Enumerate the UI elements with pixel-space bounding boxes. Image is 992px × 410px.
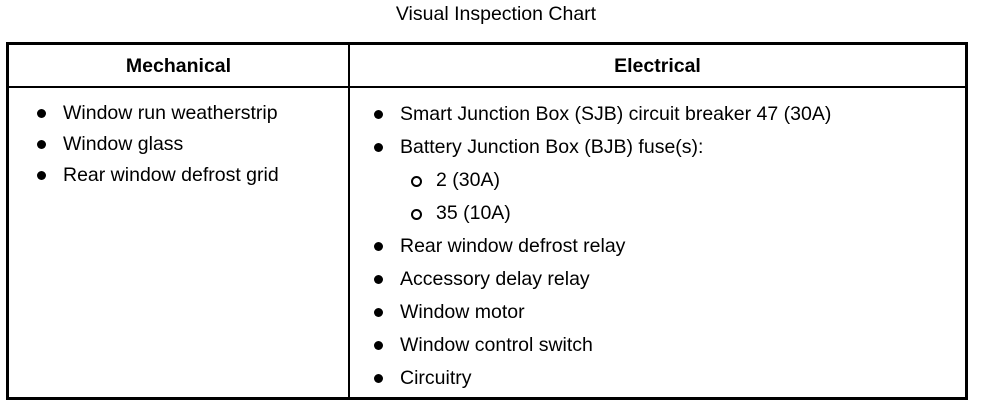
column-divider [348, 45, 350, 397]
list-item-label: Circuitry [400, 367, 472, 389]
table-header-row: Mechanical Electrical [9, 45, 965, 88]
list-item-label: 35 (10A) [436, 202, 511, 224]
list-item: 35 (10A) [408, 197, 963, 230]
bullet-dot-icon [37, 109, 46, 118]
bullet-circle-icon [411, 176, 422, 187]
list-item-label: Accessory delay relay [400, 268, 590, 290]
list-item-label: Smart Junction Box (SJB) circuit breaker… [400, 103, 832, 125]
list-item: Battery Junction Box (BJB) fuse(s): [372, 131, 963, 164]
electrical-list: Smart Junction Box (SJB) circuit breaker… [372, 98, 963, 395]
bullet-dot-icon [374, 341, 383, 350]
list-item-label: Window motor [400, 301, 525, 323]
bullet-dot-icon [374, 275, 383, 284]
page-title: Visual Inspection Chart [395, 3, 597, 25]
list-item: Window control switch [372, 329, 963, 362]
list-item: Accessory delay relay [372, 263, 963, 296]
list-item-label: Window control switch [400, 334, 593, 356]
bullet-dot-icon [374, 308, 383, 317]
bullet-dot-icon [374, 242, 383, 251]
list-item: Rear window defrost grid [35, 160, 344, 191]
list-item: Smart Junction Box (SJB) circuit breaker… [372, 98, 963, 131]
list-item-label: Rear window defrost grid [63, 164, 279, 186]
list-item-label: Window glass [63, 133, 184, 155]
column-header-mechanical: Mechanical [125, 55, 232, 77]
bullet-dot-icon [37, 140, 46, 149]
bullet-circle-icon [411, 209, 422, 220]
list-item: Window motor [372, 296, 963, 329]
list-item-label: Rear window defrost relay [400, 235, 626, 257]
cell-electrical: Smart Junction Box (SJB) circuit breaker… [350, 90, 965, 397]
list-item: Rear window defrost relay [372, 230, 963, 263]
list-item: Window glass [35, 129, 344, 160]
table-body-row: Window run weatherstrip Window glass Rea… [9, 90, 965, 397]
inspection-table: Mechanical Electrical Window run weather… [6, 42, 968, 400]
mechanical-list: Window run weatherstrip Window glass Rea… [35, 98, 344, 191]
bullet-dot-icon [374, 110, 383, 119]
bullet-dot-icon [37, 171, 46, 180]
list-item: 2 (30A) [408, 164, 963, 197]
list-item: Window run weatherstrip [35, 98, 344, 129]
list-item-label: Window run weatherstrip [63, 102, 278, 124]
inspection-table-inner: Mechanical Electrical Window run weather… [9, 45, 965, 397]
list-item: Circuitry [372, 362, 963, 395]
list-item-label: 2 (30A) [436, 169, 500, 191]
electrical-sublist: 2 (30A) 35 (10A) [372, 164, 963, 230]
column-header-electrical: Electrical [614, 55, 701, 77]
list-item-label: Battery Junction Box (BJB) fuse(s): [400, 136, 704, 158]
cell-mechanical: Window run weatherstrip Window glass Rea… [9, 90, 348, 397]
bullet-dot-icon [374, 374, 383, 383]
bullet-dot-icon [374, 143, 383, 152]
